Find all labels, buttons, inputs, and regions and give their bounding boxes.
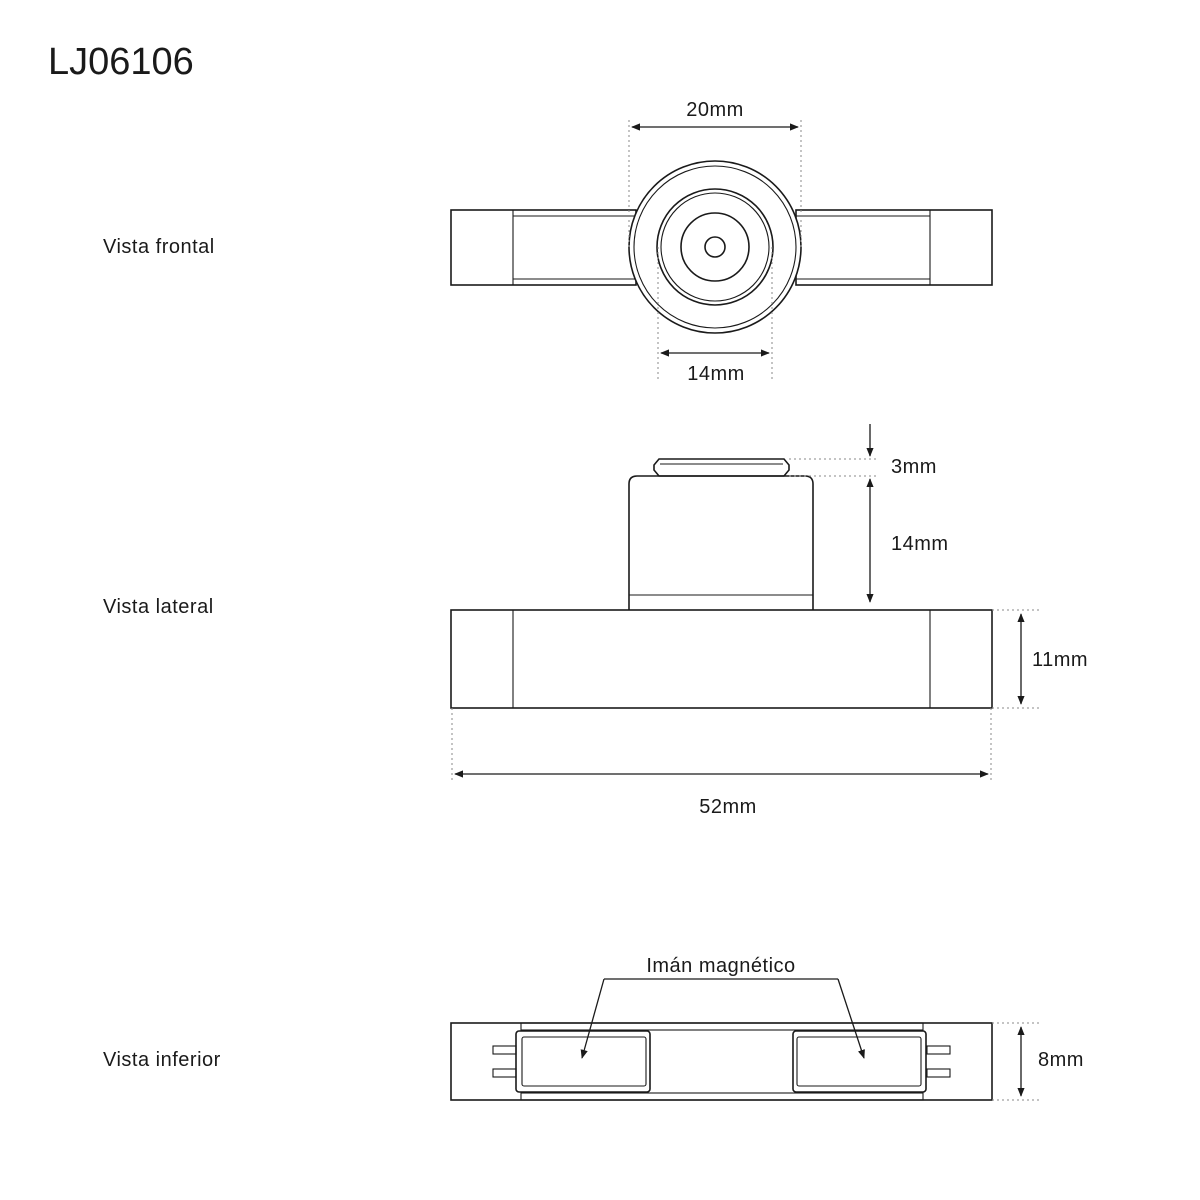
- side-cap-height-dim: 3mm: [891, 456, 937, 478]
- front-view-drawing: [450, 120, 993, 380]
- front-inner-diameter-dim: 14mm: [687, 363, 745, 385]
- bottom-view-label: Vista inferior: [103, 1049, 221, 1071]
- magnet-callout-label: Imán magnético: [646, 955, 795, 977]
- side-body-height-dim: 14mm: [891, 533, 949, 555]
- bottom-height-dim: 8mm: [1038, 1049, 1084, 1071]
- bottom-view-drawing: [450, 978, 1040, 1101]
- side-base-height-dim: 11mm: [1032, 649, 1088, 671]
- front-view-label: Vista frontal: [103, 236, 215, 258]
- front-outer-diameter-dim: 20mm: [686, 99, 744, 121]
- side-length-dim: 52mm: [699, 796, 757, 818]
- side-view-label: Vista lateral: [103, 596, 214, 618]
- side-view-drawing: [450, 424, 1040, 782]
- product-code-title: LJ06106: [48, 41, 194, 83]
